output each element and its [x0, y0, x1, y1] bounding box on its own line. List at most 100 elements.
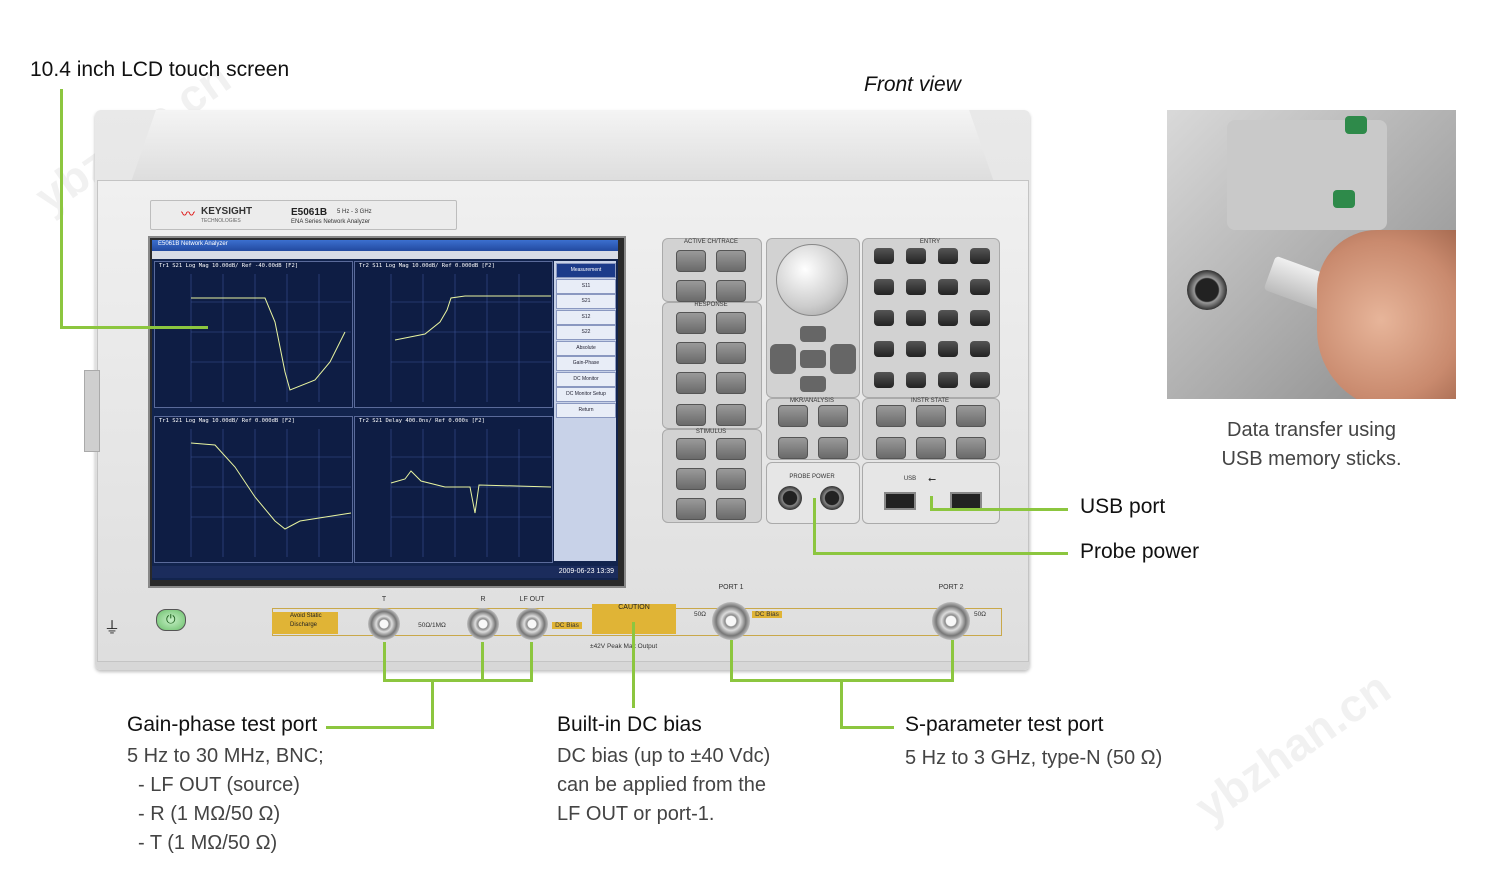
hardkey[interactable] — [676, 312, 706, 334]
r-bnc-connector[interactable] — [467, 608, 499, 640]
softkey[interactable]: DC Monitor Setup — [556, 387, 616, 402]
screen-titlebar: E5061B Network Analyzer — [152, 240, 618, 251]
hardkey[interactable] — [906, 310, 926, 326]
hardkey[interactable] — [676, 468, 706, 490]
hardkey[interactable] — [676, 498, 706, 520]
hardkey[interactable] — [970, 248, 990, 264]
hardkey[interactable] — [916, 405, 946, 427]
hardkey[interactable] — [874, 372, 894, 388]
power-button[interactable]: ⏻ — [156, 609, 186, 631]
hardkey[interactable] — [716, 312, 746, 334]
hardkey[interactable] — [716, 280, 746, 302]
impedance-label: 50Ω — [973, 611, 987, 618]
t-bnc-connector[interactable] — [368, 608, 400, 640]
hardkey[interactable] — [874, 310, 894, 326]
trace-header: Tr1 S21 Log Mag 10.00dB/ Ref 0.000dB [F2… — [159, 418, 295, 424]
hardkey[interactable] — [906, 248, 926, 264]
hardkey[interactable] — [876, 405, 906, 427]
arrow-down-button[interactable] — [800, 376, 826, 392]
hardkey[interactable] — [956, 405, 986, 427]
screen-statusbar: 2009-06-23 13:39 — [152, 566, 618, 578]
callout-line — [530, 642, 533, 682]
hardkey[interactable] — [716, 468, 746, 490]
hardkey[interactable] — [778, 405, 808, 427]
hardkey[interactable] — [676, 280, 706, 302]
hardkey[interactable] — [716, 404, 746, 426]
hardkey[interactable] — [970, 279, 990, 295]
arrow-left-button[interactable] — [770, 344, 796, 374]
softkey[interactable]: S12 — [556, 309, 616, 325]
usb-port[interactable] — [884, 492, 916, 510]
softkey[interactable]: Measurement — [556, 263, 616, 278]
hardkey[interactable] — [778, 437, 808, 459]
hardkey[interactable] — [906, 341, 926, 357]
enter-button[interactable] — [800, 350, 826, 368]
rotary-knob[interactable] — [776, 244, 848, 316]
arrow-right-button[interactable] — [830, 344, 856, 374]
model-number: E5061B — [291, 207, 328, 218]
gain-phase-line: - R (1 MΩ/50 Ω) — [138, 803, 281, 825]
hardkey[interactable] — [676, 404, 706, 426]
photo-caption-line: Data transfer using — [1227, 419, 1396, 441]
hardkey[interactable] — [938, 310, 958, 326]
lf-out-bnc-connector[interactable] — [516, 608, 548, 640]
hardkey[interactable] — [716, 250, 746, 272]
hardkey[interactable] — [818, 405, 848, 427]
probe-power-connector[interactable] — [778, 486, 802, 510]
dc-bias-tag: DC Bias — [752, 611, 782, 618]
softkey[interactable]: Absolute — [556, 340, 616, 356]
section-label: STIMULUS — [695, 429, 727, 435]
hardkey[interactable] — [676, 438, 706, 460]
trace-pane-2: Tr2 S11 Log Mag 10.00dB/ Ref 0.000dB [F2… — [354, 261, 553, 408]
hardkey[interactable] — [874, 248, 894, 264]
lcd-label: 10.4 inch LCD touch screen — [30, 58, 290, 81]
hardkey[interactable] — [906, 279, 926, 295]
hardkey[interactable] — [716, 438, 746, 460]
front-view-label: Front view — [864, 73, 961, 96]
trace-plot — [390, 274, 551, 402]
softkey[interactable]: Return — [556, 402, 616, 418]
port2-connector[interactable] — [932, 602, 970, 640]
hardkey[interactable] — [676, 342, 706, 364]
softkey[interactable]: S22 — [556, 325, 616, 340]
arrow-up-button[interactable] — [800, 326, 826, 342]
hardkey[interactable] — [938, 372, 958, 388]
hardkey[interactable] — [676, 250, 706, 272]
softkey[interactable]: DC Monitor — [556, 371, 616, 387]
port1-connector[interactable] — [712, 602, 750, 640]
hardkey[interactable] — [938, 248, 958, 264]
hardkey[interactable] — [956, 437, 986, 459]
photo-probe-connector — [1187, 270, 1227, 310]
probe-power-connector[interactable] — [820, 486, 844, 510]
brand-bar: 〰 KEYSIGHT TECHNOLOGIES E5061B 5 Hz - 3 … — [150, 200, 457, 230]
photo-green-key — [1333, 190, 1355, 208]
hardkey[interactable] — [818, 437, 848, 459]
hardkey[interactable] — [676, 372, 706, 394]
hardkey[interactable] — [970, 310, 990, 326]
softkey[interactable]: S21 — [556, 294, 616, 309]
trace-header: Tr2 S21 Delay 400.0ns/ Ref 0.000s [F2] — [359, 418, 485, 424]
callout-line — [383, 642, 386, 682]
hardkey[interactable] — [916, 437, 946, 459]
hardkey[interactable] — [876, 437, 906, 459]
model-frequency: 5 Hz - 3 GHz — [337, 209, 372, 215]
section-label: ENTRY — [919, 239, 941, 245]
hardkey[interactable] — [874, 341, 894, 357]
hardkey[interactable] — [970, 372, 990, 388]
hardkey[interactable] — [716, 342, 746, 364]
hardkey[interactable] — [938, 341, 958, 357]
photo-hand — [1317, 230, 1456, 399]
usb-port-label: USB port — [1080, 495, 1166, 518]
hardkey[interactable] — [874, 279, 894, 295]
port-label-t: T — [381, 596, 387, 603]
lcd-screen[interactable]: E5061B Network Analyzer Tr1 S21 Log Mag … — [152, 240, 618, 580]
impedance-label: 50Ω/1MΩ — [418, 622, 446, 629]
hardkey[interactable] — [716, 498, 746, 520]
hardkey[interactable] — [716, 372, 746, 394]
hardkey[interactable] — [938, 279, 958, 295]
softkey[interactable]: Gain-Phase — [556, 356, 616, 371]
softkey[interactable]: S11 — [556, 278, 616, 294]
hardkey[interactable] — [906, 372, 926, 388]
hardkey[interactable] — [970, 341, 990, 357]
